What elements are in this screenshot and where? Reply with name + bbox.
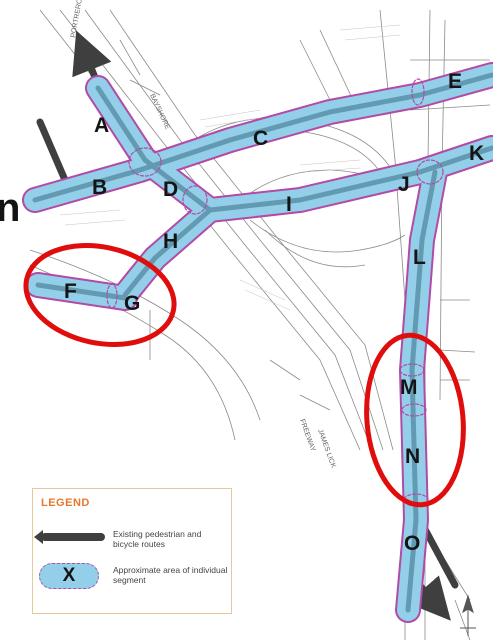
segment-label-h: H bbox=[163, 230, 178, 253]
cropped-heading-fragment: n bbox=[0, 186, 21, 230]
segment-label-f: F bbox=[64, 280, 77, 303]
street-label-freeway: FREEWAY bbox=[298, 418, 316, 452]
street-label-james-lick: JAMES LICK bbox=[316, 428, 337, 469]
segment-label-k: K bbox=[469, 142, 484, 165]
segment-label-n: N bbox=[405, 445, 420, 468]
highlight-circle-f-g bbox=[23, 243, 177, 347]
legend-segment-label: Approximate area of individual segment bbox=[113, 565, 228, 585]
proposed-route-corridor bbox=[22, 62, 493, 623]
highlight-circles bbox=[23, 243, 466, 508]
legend-existing-route-swatch bbox=[34, 530, 105, 544]
segment-label-o: O bbox=[404, 532, 420, 555]
segment-label-i: I bbox=[286, 193, 292, 216]
segment-dividers bbox=[106, 78, 444, 507]
legend-existing-route-label: Existing pedestrian and bicycle routes bbox=[113, 529, 202, 549]
legend-title: LEGEND bbox=[41, 497, 90, 509]
segment-label-c: C bbox=[253, 127, 268, 150]
street-label-portrero: PORTRERO bbox=[70, 0, 84, 38]
segment-labels: A B C D E F G H I J K L M N O bbox=[64, 70, 484, 555]
segment-label-b: B bbox=[92, 176, 107, 199]
segment-label-e: E bbox=[448, 70, 462, 93]
segment-label-m: M bbox=[400, 376, 418, 399]
legend-segment-swatch: X bbox=[39, 563, 99, 589]
segment-label-l: L bbox=[413, 246, 426, 269]
highlight-circle-m-n bbox=[364, 332, 466, 508]
existing-route-northwest-line bbox=[36, 118, 69, 184]
north-arrow-icon bbox=[460, 594, 476, 636]
segment-label-g: G bbox=[124, 292, 140, 315]
street-label-bayshore: BAYSHORE bbox=[148, 93, 171, 131]
segment-label-j: J bbox=[398, 173, 410, 196]
legend: LEGEND Existing pedestrian and bicycle r… bbox=[32, 488, 232, 614]
corridor-centerline bbox=[32, 72, 493, 613]
segment-label-d: D bbox=[163, 178, 178, 201]
segment-label-a: A bbox=[94, 114, 109, 137]
